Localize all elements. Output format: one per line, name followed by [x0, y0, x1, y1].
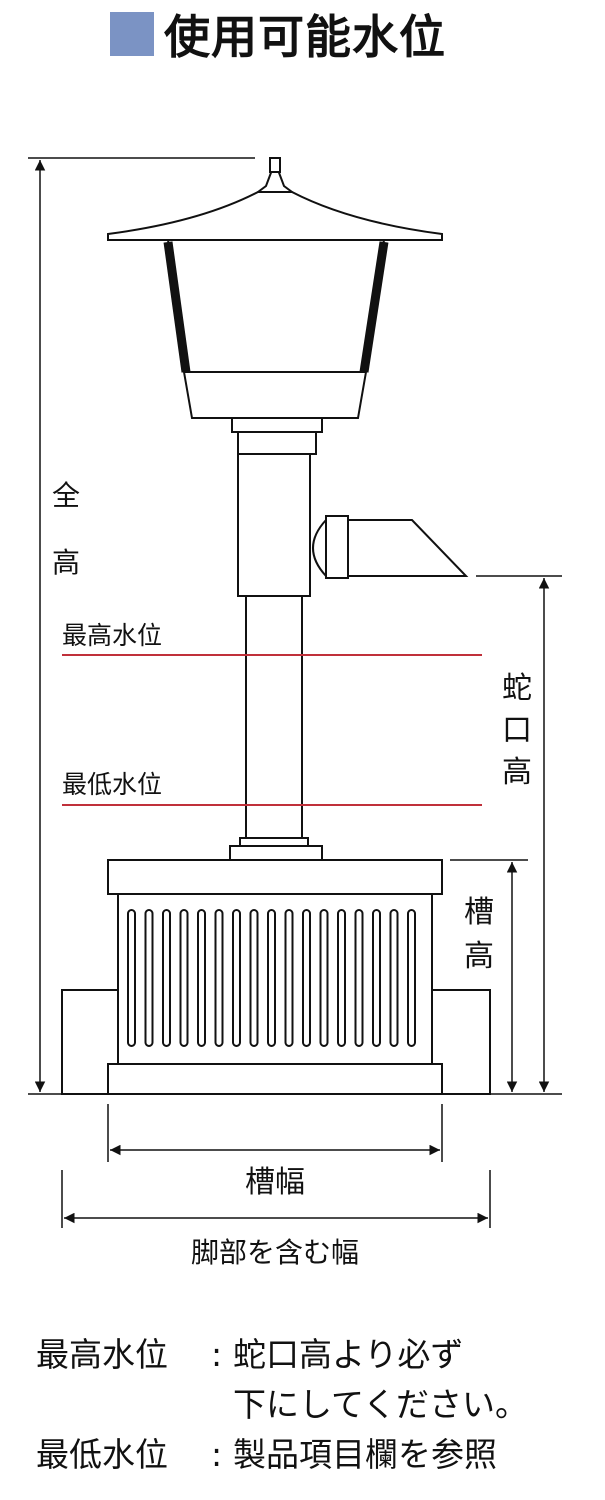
total-height-dimension [28, 157, 255, 1095]
note-min-row: 最低水位 : 製品項目欄を参照 [36, 1430, 528, 1480]
title-text: 使用可能水位 [164, 10, 446, 64]
feet-width-dimension [61, 1170, 491, 1228]
lantern-roof [107, 191, 443, 241]
note-max-term: 最高水位 [36, 1335, 168, 1374]
note-min-colon: : [211, 1435, 223, 1474]
tank-slot [407, 909, 416, 1047]
tank-slot [284, 909, 294, 1047]
note-max-line2: 下にしてください。 [233, 1385, 529, 1424]
total-height-label-2: 高 [52, 546, 80, 579]
diagram-title: 使用可能水位 [110, 4, 446, 64]
pipe-base-plate [229, 845, 323, 861]
lantern-post-right [359, 241, 389, 373]
tank-slot [232, 909, 241, 1047]
tank-height-dimension [450, 859, 528, 1092]
lantern-finial-top [269, 157, 281, 173]
spout-joint [312, 517, 327, 579]
min-water-label: 最低水位 [62, 770, 162, 799]
spout-height-label-2: 口 [502, 713, 532, 748]
lantern-finial [255, 169, 295, 193]
title-square-icon [110, 12, 154, 56]
tank-slot [354, 909, 364, 1047]
upper-pipe [237, 453, 311, 597]
tank-width-dimension [107, 1104, 443, 1162]
tank-slots [127, 909, 416, 1047]
lantern-illustration [61, 157, 491, 1095]
tank-slot [144, 909, 154, 1047]
note-min-line1: 製品項目欄を参照 [233, 1435, 497, 1474]
tank-slot [179, 909, 189, 1047]
note-min-term: 最低水位 [36, 1435, 168, 1474]
lantern-body [166, 239, 386, 373]
feet-width-label: 脚部を含む幅 [191, 1236, 359, 1269]
tank-slot [302, 909, 311, 1047]
tank-slot [162, 909, 171, 1047]
note-max-line1: 蛇口高より必ず [233, 1335, 464, 1374]
tank-height-label-1: 槽 [464, 895, 494, 930]
spout-collar [325, 515, 349, 579]
tank-slot [337, 909, 346, 1047]
max-water-label: 最高水位 [62, 621, 162, 650]
tank-slot [197, 909, 206, 1047]
tank-slot [372, 909, 381, 1047]
spout-height-label-3: 高 [502, 755, 532, 790]
tank-height-label-2: 高 [464, 939, 494, 974]
tank-slot [127, 909, 136, 1047]
note-max-row: 最高水位 : 蛇口高より必ず [36, 1330, 528, 1380]
tank-width-label: 槽幅 [245, 1165, 305, 1200]
water-level-diagram: 最高水位 最低水位 全 高 蛇 口 高 槽 高 槽幅 脚部を含む幅 [28, 157, 562, 1269]
note-max-colon: : [211, 1335, 223, 1374]
tank-slot [267, 909, 276, 1047]
spout [345, 519, 469, 577]
tank-lid [107, 859, 443, 895]
spout-height-label-1: 蛇 [502, 671, 532, 706]
tank-slot [249, 909, 259, 1047]
tank-slot [389, 909, 399, 1047]
lower-pipe [245, 595, 303, 841]
total-height-label-1: 全 [52, 479, 80, 512]
tank-slot [319, 909, 329, 1047]
lantern-neck [231, 417, 323, 433]
lantern-base [182, 371, 368, 419]
lantern-collar [237, 431, 317, 455]
spout-height-dimension [476, 575, 562, 1095]
tank-bottom [107, 1063, 443, 1095]
note-max-row-2: 下にしてください。 [36, 1380, 528, 1430]
lantern-post-left [163, 241, 191, 373]
water-level-notes: 最高水位 : 蛇口高より必ず 下にしてください。 最低水位 : 製品項目欄を参照 [36, 1330, 528, 1480]
tank-slot [214, 909, 224, 1047]
